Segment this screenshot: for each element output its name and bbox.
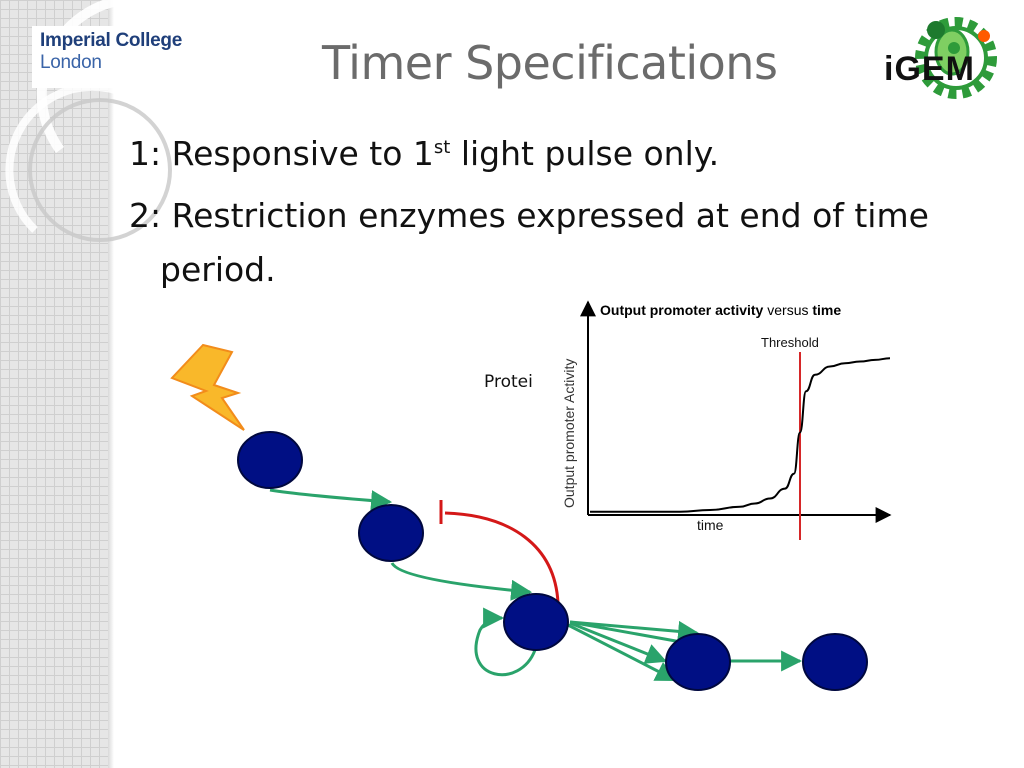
network-node <box>665 633 731 691</box>
bullet-1-text: Responsive to 1 <box>171 134 434 173</box>
ring-arc <box>5 82 153 233</box>
threshold-label: Threshold <box>761 335 819 350</box>
bullet-2-text: Restriction enzymes expressed at end of … <box>171 196 929 235</box>
chart-title-part-a: Output promoter activity <box>600 302 764 318</box>
igem-logo: iGEM <box>884 12 1014 104</box>
igem-logo-text: iGEM <box>884 50 975 88</box>
chart-title: Output promoter activity versus time <box>600 302 841 318</box>
slide-title: Timer Specifications <box>322 36 778 90</box>
chart-title-part-c: time <box>812 302 842 318</box>
network-node <box>503 593 569 651</box>
network-node <box>358 504 424 562</box>
ring-circle <box>28 98 172 242</box>
chart-title-part-b: versus <box>763 302 813 318</box>
bullet-1-superscript: st <box>433 137 451 158</box>
network-node <box>802 633 868 691</box>
bullet-1: 1: Responsive to 1st light pulse only. <box>129 134 719 173</box>
series-line <box>590 357 891 513</box>
bullet-1-text-end: light pulse only. <box>450 134 720 173</box>
bullet-1-number: 1: <box>129 134 162 173</box>
imperial-college-logo: Imperial College London <box>32 26 202 88</box>
partial-protein-label: Protei <box>484 372 533 392</box>
logo-line-1: Imperial College <box>40 30 182 51</box>
activation-arrow <box>390 562 533 601</box>
bullet-2-number: 2: <box>129 196 162 235</box>
activation-arrow <box>269 488 393 512</box>
activation-arrow <box>569 621 667 664</box>
bullet-2: 2: Restriction enzymes expressed at end … <box>129 196 929 235</box>
activation-arrow <box>567 623 677 682</box>
bullet-2-continuation: period. <box>160 250 276 289</box>
network-node <box>237 431 303 489</box>
chart-x-label: time <box>697 517 724 533</box>
background-grid-edge <box>108 0 114 768</box>
logo-line-2: London <box>40 52 102 73</box>
activation-arrow <box>569 620 700 642</box>
gear-icon <box>915 17 997 99</box>
lightning-bolt-icon <box>170 343 245 431</box>
inhibition-arrow <box>444 511 560 604</box>
self-activation-loop <box>474 607 537 677</box>
